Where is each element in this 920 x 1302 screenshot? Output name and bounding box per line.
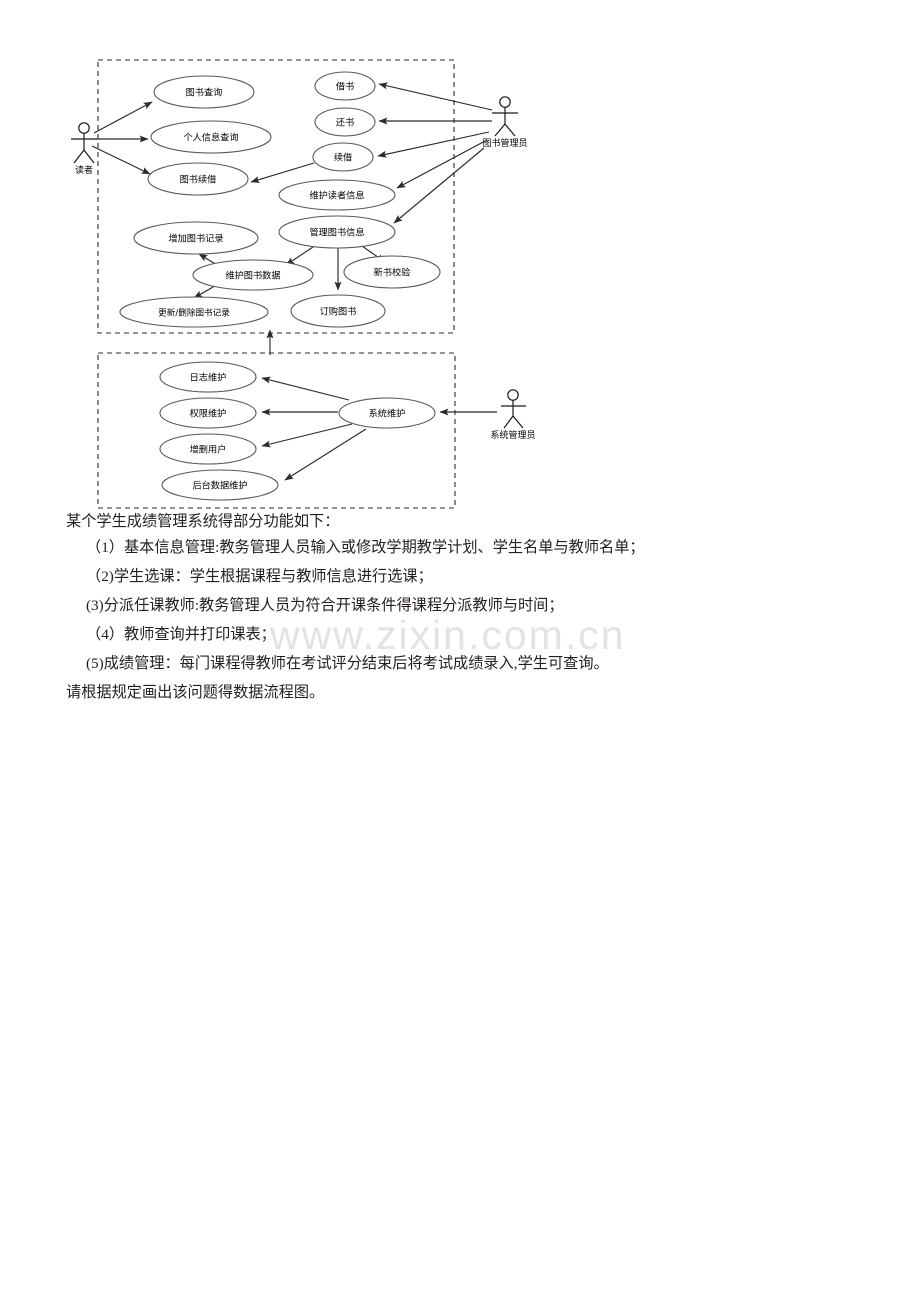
question-item-4: （4）教师查询并打印课表；: [86, 625, 276, 643]
use-case-maintain-book-data[interactable]: 维护图书数据: [192, 259, 314, 291]
use-case-update-delete-record-label: 更新/删除图书记录: [158, 307, 230, 319]
use-case-log-maintain[interactable]: 日志维护: [159, 361, 257, 393]
link-librarian-to-borrow-book: [378, 82, 493, 111]
use-case-book-renew-reader[interactable]: 图书续借: [147, 162, 249, 196]
link-reader-to-book-renew: [91, 145, 151, 175]
use-case-order-book[interactable]: 订购图书: [290, 294, 386, 328]
use-case-renew-label: 续借: [334, 152, 352, 164]
question-text-block: 某个学生成绩管理系统得部分功能如下： （1）基本信息管理:教务管理人员输入或修改…: [0, 508, 920, 701]
link-librarian-to-manage-book-info: [393, 147, 485, 224]
question-item-2: （2)学生选课：学生根据课程与教师信息进行选课；: [86, 567, 433, 585]
actor-librarian-label: 图书管理员: [482, 137, 527, 149]
use-case-user-add-delete[interactable]: 增删用户: [159, 433, 257, 465]
use-case-new-book-check-label: 新书校验: [374, 267, 411, 279]
link-librarian-to-maintain-reader: [396, 139, 488, 189]
use-case-return-book[interactable]: 还书: [314, 107, 376, 137]
use-case-add-book-record[interactable]: 增加图书记录: [133, 221, 259, 255]
uml-use-case-diagram: 读者 图书管理员 系统管理员: [0, 0, 920, 520]
use-case-renew[interactable]: 续借: [312, 142, 374, 172]
use-case-backend-data-maintain-label: 后台数据维护: [192, 480, 247, 492]
use-case-backend-data-maintain[interactable]: 后台数据维护: [161, 469, 279, 501]
use-case-maintain-book-data-label: 维护图书数据: [225, 270, 280, 282]
link-renew-to-book-renew: [250, 162, 315, 183]
use-case-book-query[interactable]: 图书查询: [153, 75, 255, 109]
use-case-new-book-check[interactable]: 新书校验: [343, 255, 441, 289]
use-case-borrow-book[interactable]: 借书: [314, 71, 376, 101]
actor-reader[interactable]: 读者: [71, 122, 97, 176]
link-system-to-log-maintain: [261, 376, 350, 401]
use-case-auth-maintain-label: 权限维护: [190, 408, 227, 420]
link-librarian-to-renew: [377, 131, 490, 158]
use-case-update-delete-record[interactable]: 更新/删除图书记录: [119, 296, 269, 328]
boundary-maintenance-system: [97, 352, 456, 509]
actor-reader-label: 读者: [75, 164, 93, 176]
link-system-to-user-add-delete: [261, 423, 353, 448]
link-reader-to-book-query: [93, 101, 153, 134]
use-case-system-maintain-label: 系统维护: [369, 408, 406, 420]
link-manage-to-maintain-book-data: [285, 244, 317, 266]
link-system-to-backend-data: [284, 428, 367, 481]
question-tail: 请根据规定画出该问题得数据流程图。: [66, 683, 325, 701]
use-case-personal-info[interactable]: 个人信息查询: [150, 120, 272, 154]
boundary-library-system: [97, 59, 455, 334]
use-case-return-book-label: 还书: [336, 117, 354, 129]
use-case-personal-info-label: 个人信息查询: [183, 132, 238, 144]
use-case-book-query-label: 图书查询: [186, 87, 223, 99]
actor-librarian[interactable]: 图书管理员: [482, 96, 528, 149]
use-case-order-book-label: 订购图书: [320, 306, 357, 318]
use-case-borrow-book-label: 借书: [336, 81, 354, 93]
use-case-maintain-reader-label: 维护读者信息: [309, 190, 364, 202]
use-case-auth-maintain[interactable]: 权限维护: [159, 397, 257, 429]
question-item-3: (3)分派任课教师:教务管理人员为符合开课条件得课程分派教师与时间；: [86, 596, 564, 614]
use-case-log-maintain-label: 日志维护: [190, 372, 227, 384]
use-case-book-renew-reader-label: 图书续借: [180, 174, 217, 186]
use-case-system-maintain[interactable]: 系统维护: [338, 397, 436, 429]
use-case-manage-book-info[interactable]: 管理图书信息: [278, 215, 396, 249]
question-item-5: (5)成绩管理：每门课程得教师在考试评分结束后将考试成绩录入,学生可查询。: [86, 654, 609, 672]
question-item-1: （1）基本信息管理:教务管理人员输入或修改学期教学计划、学生名单与教师名单；: [86, 538, 645, 556]
actor-sysadmin[interactable]: 系统管理员: [490, 389, 536, 441]
use-case-manage-book-info-label: 管理图书信息: [309, 227, 364, 239]
use-case-user-add-delete-label: 增删用户: [190, 444, 227, 456]
question-lead: 某个学生成绩管理系统得部分功能如下：: [66, 513, 340, 530]
use-case-maintain-reader[interactable]: 维护读者信息: [278, 179, 396, 211]
actor-sysadmin-label: 系统管理员: [490, 429, 535, 441]
use-case-add-book-record-label: 增加图书记录: [168, 233, 223, 245]
